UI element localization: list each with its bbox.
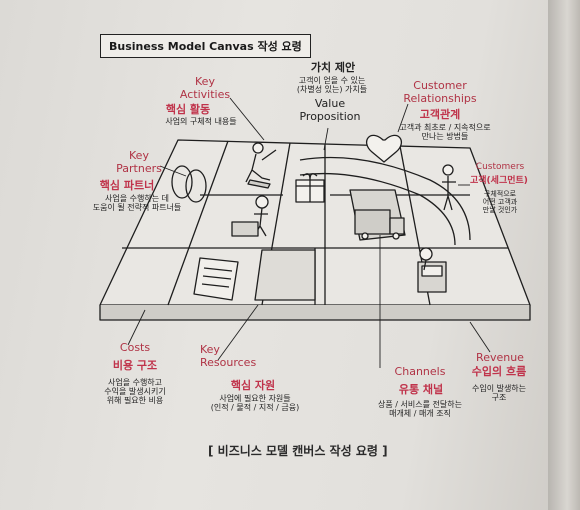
key-activities-desc: 사업의 구체적 내용들 [165,117,237,126]
customer-relationships-en: Customer Relationships [403,79,477,105]
key-activities-block: Key Activities [165,75,245,101]
channels-desc: 상품 / 서비스를 전달하는 매개체 / 매개 조직 [378,400,462,419]
key-partners-desc: 사업을 수행하는 데 도움이 될 전략적 파트너들 [92,194,182,213]
next-page-edge [548,0,580,510]
costs-en: Costs [119,341,151,354]
customer-relationships-desc: 고객과 최초로 / 지속적으로 만나는 방법들 [399,123,491,142]
key-partners-ko: 핵심 파트너 [99,179,155,192]
key-resources-ko: 핵심 자원 [230,379,276,392]
key-activities-en: Key Activities [179,75,231,101]
customers-en: Customers [475,162,525,172]
channels-en: Channels [394,365,446,378]
value-proposition-en: Value Proposition [299,97,361,123]
revenue-en: Revenue [476,351,524,364]
costs-ko: 비용 구조 [112,359,158,372]
channels-ko: 유통 채널 [398,383,444,396]
figure-caption: [ 비즈니스 모델 캔버스 작성 요령 ] [208,444,388,458]
key-resources-desc: 사업에 필요한 자원들 (인적 / 물적 / 지적 / 금융) [210,394,300,413]
value-proposition-ko: 가치 제안 [310,61,356,74]
value-proposition-desc: 고객이 얻을 수 있는 (차별성 있는) 가치들 [296,76,368,95]
customers-ko: 고객(세그먼트) [470,176,528,186]
key-resources-en: Key Resources [200,343,257,369]
costs-desc: 사업을 수행하고 수익을 발생시키기 위해 필요한 비용 [104,378,166,406]
key-partners-en: Key Partners [116,149,162,175]
customer-relationships-ko: 고객관계 [419,108,461,121]
revenue-ko: 수입의 흐름 [471,365,527,378]
key-activities-ko: 핵심 활동 [165,103,211,116]
canvas-title: Business Model Canvas 작성 요령 [100,34,311,58]
customers-desc: 구체적으로 어떤 고객과 만날 것인가 [482,190,518,215]
revenue-desc: 수입이 발생하는 구조 [471,384,527,403]
